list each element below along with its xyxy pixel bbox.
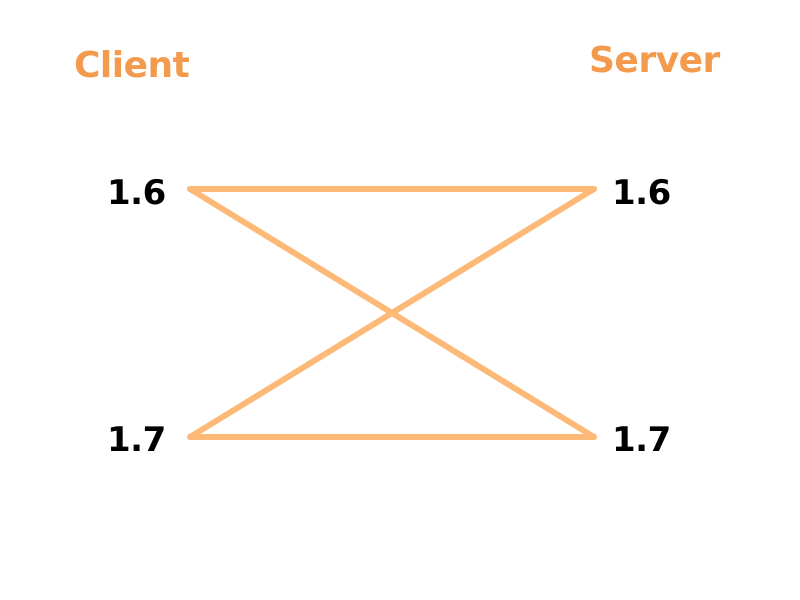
client-version-1-7: 1.7 [107,420,166,460]
server-version-1-6: 1.6 [612,173,671,213]
server-header: Server [589,40,720,81]
connection-client-1.7-server-1.6 [187,186,597,440]
server-version-1-7: 1.7 [612,420,671,460]
client-version-1-6: 1.6 [107,173,166,213]
client-header: Client [74,45,190,86]
